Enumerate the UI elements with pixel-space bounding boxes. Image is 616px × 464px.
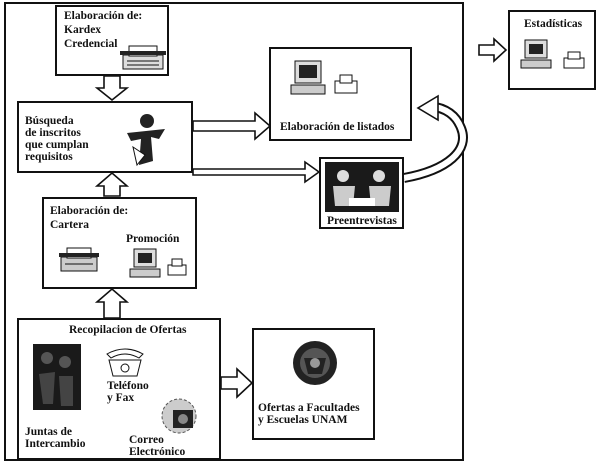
typewriter-icon: [59, 247, 99, 272]
promocion-label: Promoción: [126, 233, 180, 245]
handshake-icon: [161, 398, 197, 434]
telephone-icon: [106, 348, 144, 377]
ofertas-line-1: Ofertas a Facultades: [258, 402, 360, 414]
correo-line-2: Electrónico: [129, 446, 186, 458]
kardex-line-2: Kardex: [64, 24, 102, 36]
juntas-line-1: Juntas de: [25, 426, 72, 438]
arrow-busqueda-to-listados: [192, 111, 272, 141]
arrow-cartera-to-busqueda: [94, 171, 130, 197]
arrow-recopilacion-to-ofertas: [220, 367, 254, 399]
arrow-to-estadisticas: [478, 37, 508, 63]
preentrevistas-box: Preentrevistas: [319, 157, 404, 229]
recopilacion-title: Recopilacion de Ofertas: [69, 324, 187, 336]
people-icon: [33, 344, 81, 410]
computer-icon: [129, 248, 161, 278]
busqueda-line-4: requisitos: [25, 151, 73, 163]
cartera-label: Cartera: [50, 219, 89, 231]
person-icon: [127, 114, 165, 167]
computer-icon: [520, 39, 552, 69]
cartera-box: Elaboración de: Cartera Promoción: [42, 197, 197, 289]
people-icon: [325, 162, 399, 212]
arrow-recopilacion-to-cartera: [94, 287, 130, 319]
busqueda-line-2: de inscritos: [25, 127, 81, 139]
listados-box: Elaboración de listados: [269, 47, 412, 141]
fax-icon: [334, 74, 358, 94]
cartera-title: Elaboración de:: [50, 205, 129, 217]
fax-icon: [563, 51, 585, 69]
computer-icon: [290, 60, 326, 95]
correo-line-1: Correo: [129, 434, 164, 446]
estadisticas-box: Estadísticas: [508, 10, 596, 90]
ofertas-line-2: y Escuelas UNAM: [258, 414, 348, 426]
kardex-line-3: Credencial: [64, 38, 118, 50]
typewriter-icon: [120, 45, 166, 70]
juntas-line-2: Intercambio: [25, 438, 86, 450]
estadisticas-label: Estadísticas: [524, 18, 583, 30]
ofertas-box: Ofertas a Facultades y Escuelas UNAM: [252, 328, 375, 440]
listados-label: Elaboración de listados: [280, 121, 395, 133]
busqueda-line-3: que cumplan: [25, 139, 89, 151]
arrow-busqueda-to-preentrevistas: [192, 160, 321, 184]
telefono-line-2: y Fax: [107, 392, 135, 404]
preentrevistas-label: Preentrevistas: [327, 215, 397, 227]
kardex-line-1: Elaboración de:: [64, 10, 143, 22]
busqueda-line-1: Búsqueda: [25, 115, 74, 127]
recopilacion-box: Recopilacion de Ofertas Teléfono y Fax J…: [17, 318, 221, 460]
telefono-line-1: Teléfono: [107, 380, 149, 392]
fax-icon: [167, 258, 187, 276]
unam-seal-icon: [293, 341, 337, 385]
arrow-kardex-to-busqueda: [94, 75, 130, 102]
kardex-box: Elaboración de: Kardex Credencial: [55, 5, 169, 76]
busqueda-box: Búsqueda de inscritos que cumplan requis…: [17, 101, 193, 173]
